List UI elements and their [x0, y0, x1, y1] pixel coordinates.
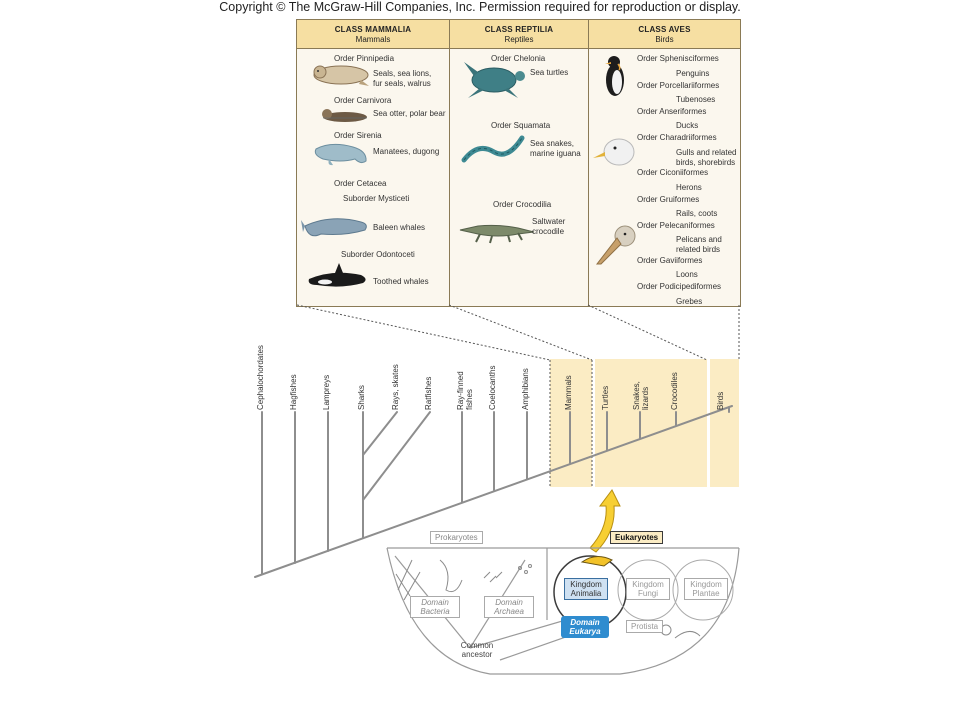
prokaryotes-label: Prokaryotes [430, 531, 483, 544]
organism-sketches [395, 559, 701, 639]
kingdom-animalia-label: Kingdom Animalia [564, 578, 608, 600]
class-aves-subtitle: Birds [655, 35, 674, 44]
anseriformes-desc: Ducks [676, 121, 699, 130]
taxon-ratfishes: Ratfishes [424, 376, 433, 410]
taxon-lampreys: Lampreys [322, 374, 331, 410]
podicipediformes-desc: Grebes [676, 297, 703, 306]
order-podicipediformes-label: Order Podicipediformes [637, 282, 722, 291]
pelican-illustration [595, 225, 636, 265]
mysticeti-desc: Baleen whales [373, 223, 426, 232]
column-divider [588, 20, 589, 306]
protista-label: Protista [626, 620, 664, 633]
order-pelecaniformes-label: Order Pelecaniformes [637, 221, 715, 230]
gaviiformes-desc: Loons [676, 270, 698, 279]
taxon-mammals: Mammals [564, 375, 573, 410]
class-aves-title: CLASS AVES [638, 25, 691, 34]
order-carnivora-label: Order Carnivora [334, 96, 392, 105]
porcellariiformes-desc: Tubenoses [676, 95, 716, 104]
gruiformes-desc: Rails, coots [676, 209, 718, 218]
class-mammalia-subtitle: Mammals [355, 35, 391, 44]
order-crocodilia-label: Order Crocodilia [493, 200, 552, 209]
orca-illustration [308, 263, 366, 287]
manatee-illustration [314, 143, 367, 166]
taxon-coelocanths: Coelocanths [488, 365, 497, 410]
fish-illustration [580, 556, 613, 567]
gull-illustration [593, 138, 635, 166]
taxon-cephalochordates: Cephalochordates [256, 345, 265, 410]
taxon-amphibians: Amphibians [521, 368, 530, 410]
order-gaviiformes-label: Order Gaviiformes [637, 256, 703, 265]
order-sphenisciformes-label: Order Sphenisciformes [637, 54, 719, 63]
panel-connector-lines [296, 304, 740, 486]
sphenisciformes-desc: Penguins [676, 69, 710, 78]
suborder-mysticeti-label: Suborder Mysticeti [343, 194, 410, 203]
copyright-notice: Copyright © The McGraw-Hill Companies, I… [219, 0, 741, 14]
classification-panel: CLASS MAMMALIA Mammals Order Pinnipedia … [296, 19, 741, 307]
class-aves-header: CLASS AVES Birds [589, 20, 740, 49]
class-aves-column: CLASS AVES Birds Order Sphenisciformes P… [589, 20, 740, 306]
class-reptilia-subtitle: Reptiles [504, 35, 534, 44]
order-porcellariiformes-label: Order Porcellariiformes [637, 81, 720, 90]
chelonia-desc: Sea turtles [530, 68, 569, 77]
class-mammalia-header: CLASS MAMMALIA Mammals [297, 20, 449, 49]
ciconiiformes-desc: Herons [676, 183, 702, 192]
order-sirenia-label: Order Sirenia [334, 131, 382, 140]
seal-illustration [313, 65, 369, 86]
domain-bacteria-label: Domain Bacteria [410, 596, 460, 618]
birds-highlight [710, 359, 739, 487]
crocodile-illustration [459, 224, 535, 244]
domain-archaea-label: Domain Archaea [484, 596, 534, 618]
pinnipedia-desc: Seals, sea lions,fur seals, walrus [373, 69, 432, 88]
odontoceti-desc: Toothed whales [373, 277, 429, 286]
taxon-rays-skates: Rays, skates [391, 364, 400, 410]
class-reptilia-title: CLASS REPTILIA [484, 25, 554, 34]
taxon-snakes-lizards: Snakes, lizards [632, 381, 650, 410]
order-chelonia-label: Order Chelonia [491, 54, 546, 63]
cladogram-branches [254, 405, 733, 578]
order-gruiformes-label: Order Gruiformes [637, 195, 700, 204]
carnivora-desc: Sea otter, polar bear [373, 109, 446, 118]
taxon-turtles: Turtles [601, 385, 610, 410]
eukaryotes-label: Eukaryotes [610, 531, 664, 544]
sea-otter-illustration [322, 109, 367, 122]
plantae-circle [672, 559, 734, 621]
kingdom-plantae-label: Kingdom Plantae [684, 578, 728, 600]
domain-eukarya-label: Domain Eukarya [561, 616, 609, 638]
order-charadriiformes-label: Order Charadriiformes [637, 133, 717, 142]
sea-snake-illustration [461, 135, 525, 163]
kingdom-fungi-label: Kingdom Fungi [626, 578, 670, 600]
suborder-odontoceti-label: Suborder Odontoceti [341, 250, 415, 259]
sirenia-desc: Manatees, dugong [373, 147, 440, 156]
column-divider [449, 20, 450, 306]
class-reptilia-header: CLASS REPTILIA Reptiles [450, 20, 588, 49]
arrow-up-icon [589, 489, 621, 553]
sea-turtle-illustration [464, 62, 525, 98]
class-reptilia-column: CLASS REPTILIA Reptiles Order Chelonia S… [450, 20, 588, 306]
taxon-hagfishes: Hagfishes [289, 374, 298, 410]
taxon-ray-finned-fishes: Ray-finned fishes [456, 371, 474, 410]
order-anseriformes-label: Order Anseriformes [637, 107, 707, 116]
class-mammalia-column: CLASS MAMMALIA Mammals Order Pinnipedia … [297, 20, 449, 306]
order-squamata-label: Order Squamata [491, 121, 551, 130]
taxon-sharks: Sharks [357, 385, 366, 410]
order-cetacea-label: Order Cetacea [334, 179, 387, 188]
taxon-birds: Birds [716, 391, 725, 410]
reptiles-highlight [595, 359, 707, 487]
order-ciconiiformes-label: Order Ciconiiformes [637, 168, 709, 177]
order-pinnipedia-label: Order Pinnipedia [334, 54, 395, 63]
squamata-desc: Sea snakes,marine iguana [530, 139, 581, 158]
taxon-crocodiles: Crocodiles [670, 372, 679, 410]
class-mammalia-title: CLASS MAMMALIA [334, 25, 412, 34]
tree-of-life-outline [386, 547, 740, 675]
penguin-illustration [605, 56, 624, 96]
baleen-whale-illustration [301, 218, 367, 237]
common-ancestor-label: Common ancestor [460, 641, 494, 659]
